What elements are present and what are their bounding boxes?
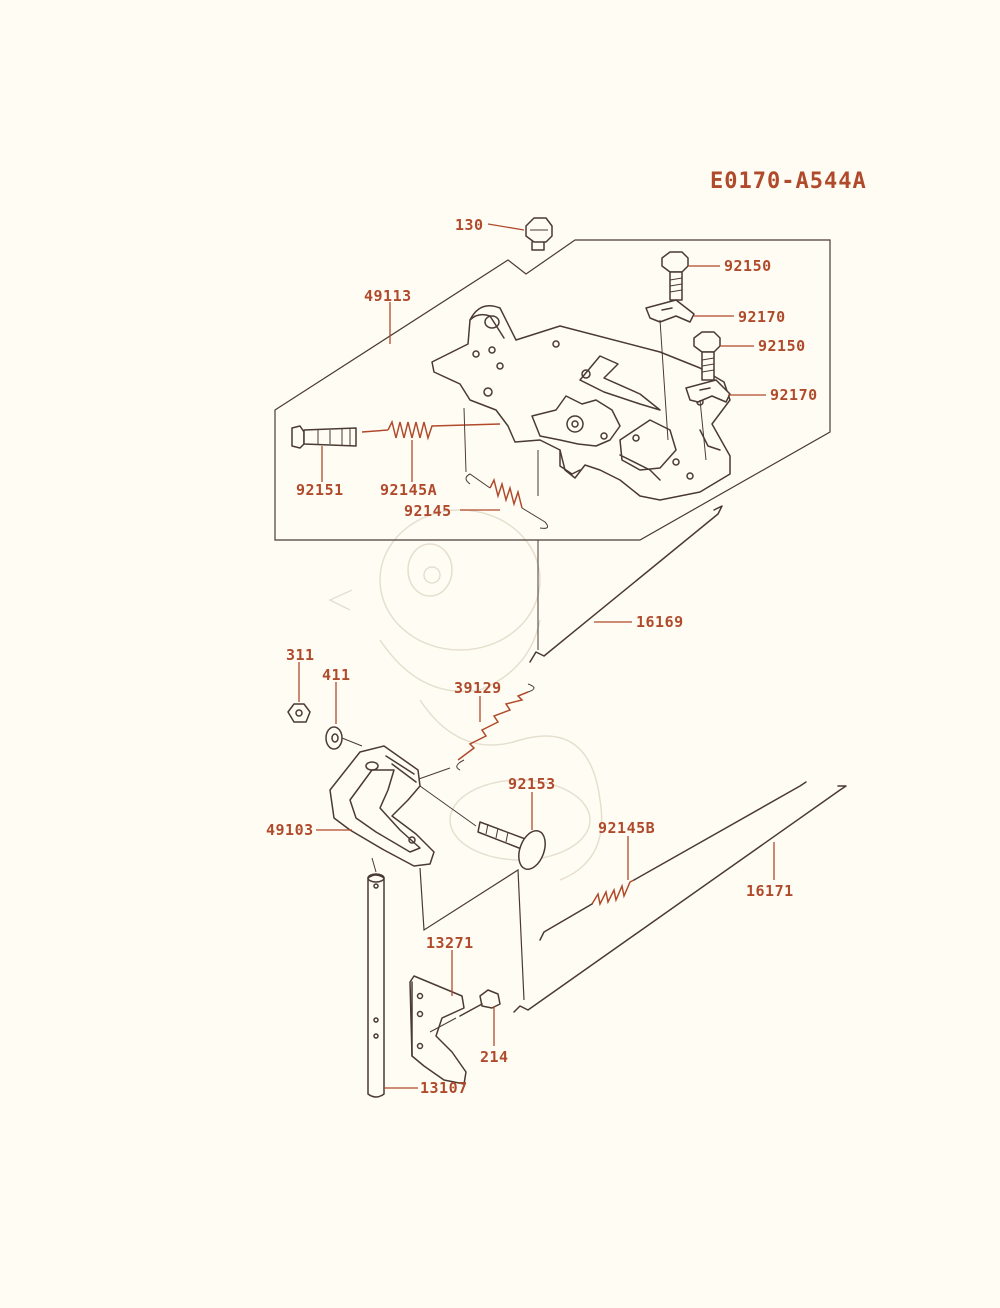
label-311: 311 xyxy=(286,646,315,664)
label-13271: 13271 xyxy=(426,934,474,952)
label-92145: 92145 xyxy=(404,502,452,520)
label-92170-lower: 92170 xyxy=(770,386,818,404)
clamp-guide-line xyxy=(659,319,669,441)
spring-92145-icon xyxy=(463,407,549,529)
label-411: 411 xyxy=(322,666,351,684)
nut-311-icon xyxy=(287,703,311,723)
bolt-92151-icon xyxy=(291,425,357,449)
bolt-130-icon xyxy=(525,217,553,251)
control-plate-49113-icon xyxy=(431,305,731,501)
upper-assembly-frame xyxy=(274,239,831,541)
screw-214-icon xyxy=(429,989,501,1033)
rod-16169-icon xyxy=(529,505,723,663)
clamp-92170-upper-icon xyxy=(645,299,695,323)
spring-92145a-icon xyxy=(361,419,501,441)
spring-39129-icon xyxy=(415,683,535,781)
clamp-guide-line-2 xyxy=(699,399,707,461)
label-13107: 13107 xyxy=(420,1079,468,1097)
spring-92145b-icon xyxy=(591,879,635,907)
screw-92150-upper-icon xyxy=(661,251,689,301)
diagram-code: E0170-A544A xyxy=(710,169,867,194)
label-92145b: 92145B xyxy=(598,819,655,837)
washer-411-icon xyxy=(325,726,363,750)
pin-92153-icon xyxy=(419,785,546,870)
leader-lines xyxy=(298,223,775,1089)
label-39129: 39129 xyxy=(454,679,502,697)
rod-92145b-icon xyxy=(539,781,807,941)
label-16171: 16171 xyxy=(746,882,794,900)
label-130: 130 xyxy=(455,216,484,234)
label-92150-lower: 92150 xyxy=(758,337,806,355)
label-92145a: 92145A xyxy=(380,481,437,499)
label-92151: 92151 xyxy=(296,481,344,499)
lower-assembly-frame xyxy=(419,867,525,1001)
screw-92150-lower-icon xyxy=(693,331,721,381)
label-92170-upper: 92170 xyxy=(738,308,786,326)
shaft-13107-icon xyxy=(367,857,385,1098)
rod-16171-icon xyxy=(513,785,847,1013)
label-214: 214 xyxy=(480,1048,509,1066)
label-49103: 49103 xyxy=(266,821,314,839)
clamp-92170-lower-icon xyxy=(685,379,731,403)
lever-49103-icon xyxy=(329,745,435,867)
label-92150-upper: 92150 xyxy=(724,257,772,275)
label-49113: 49113 xyxy=(364,287,412,305)
label-16169: 16169 xyxy=(636,613,684,631)
bracket-13271-icon xyxy=(409,975,467,1085)
label-92153: 92153 xyxy=(508,775,556,793)
